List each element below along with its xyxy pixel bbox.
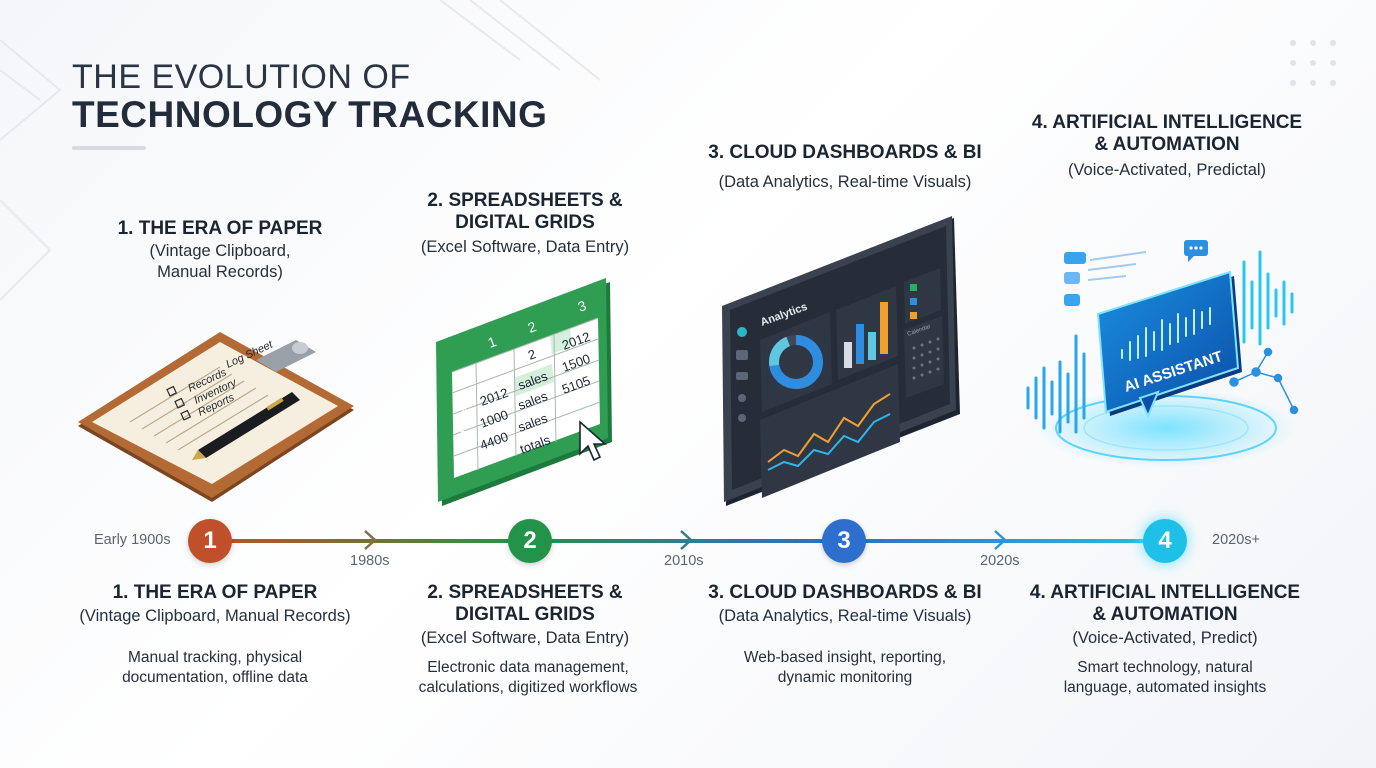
stage4-top-heading: 4. ARTIFICIAL INTELLIGENCE & AUTOMATION <box>1010 112 1324 156</box>
stage2-top-subtitle: (Excel Software, Data Entry) <box>420 238 630 256</box>
spreadsheet-grid <box>451 317 601 478</box>
stage4-top-heading-line1: 4. ARTIFICIAL INTELLIGENCE <box>1031 112 1303 133</box>
spreadsheet-icon: 1 2 3 A B C 2 2012 2012 sales 1500 1000 … <box>436 278 612 506</box>
timeline-label-2020s-plus: 2020s+ <box>1212 532 1260 548</box>
chat-card-icon <box>1064 251 1147 306</box>
network-nodes-icon <box>1229 347 1299 415</box>
stage2-top-heading-line1: 2. SPREADSHEETS & <box>427 190 623 211</box>
dashboard-icon: Analytics Calendar <box>722 216 960 506</box>
svg-text:2: 2 <box>526 346 538 363</box>
stage3-description: Web-based insight, reporting, dynamic mo… <box>690 648 1000 688</box>
timeline-node-3: 3 <box>822 519 866 563</box>
pen-icon <box>192 392 300 460</box>
stage1-top-subtitle-line1: (Vintage Clipboard, <box>149 242 291 260</box>
stage4-bottom-subtitle: (Voice-Activated, Predict) <box>1072 629 1258 647</box>
ai-speech-bubble: AI ASSISTANT <box>1096 270 1242 419</box>
stage1-top-subtitle: (Vintage Clipboard, Manual Records) <box>80 241 360 283</box>
timeline-node-2: 2 <box>508 519 552 563</box>
stage4-bottom-heading-line1: 4. ARTIFICIAL INTELLIGENCE <box>1029 582 1301 603</box>
stage3-top-heading: 3. CLOUD DASHBOARDS & BI <box>708 142 982 163</box>
stage4-top-heading-line2: & AUTOMATION <box>1094 134 1240 155</box>
dot-grid-decoration <box>1290 40 1340 90</box>
voice-wave-right <box>1242 250 1294 346</box>
stage1-description-line2: documentation, offline data <box>122 669 308 686</box>
timeline-arrow-icon <box>364 530 377 550</box>
stage1-description-line1: Manual tracking, physical <box>127 649 303 666</box>
ai-assistant-icon: AI ASSISTANT <box>1026 240 1299 468</box>
stage3-description-line1: Web-based insight, reporting, <box>743 649 947 666</box>
cursor-arrow-icon <box>579 420 608 462</box>
page-title-line1: THE EVOLUTION OF <box>72 58 411 96</box>
stage2-description: Electronic data management, calculations… <box>380 658 676 698</box>
stage4-description-line2: language, automated insights <box>1063 679 1267 696</box>
stage4-description: Smart technology, natural language, auto… <box>1010 658 1320 698</box>
stage4-top-subtitle: (Voice-Activated, Predictal) <box>1067 161 1267 179</box>
timeline-label-early-1900s: Early 1900s <box>94 532 171 548</box>
stage3-bottom-subtitle: (Data Analytics, Real-time Visuals) <box>718 607 972 625</box>
timeline-node-4: 4 <box>1143 519 1187 563</box>
stage2-bottom-heading: 2. SPREADSHEETS & DIGITAL GRIDS <box>380 582 670 626</box>
chat-dots-icon <box>1184 240 1208 262</box>
stage1-description: Manual tracking, physical documentation,… <box>60 648 370 688</box>
stage2-top-heading: 2. SPREADSHEETS & DIGITAL GRIDS <box>380 190 670 234</box>
svg-text:A: A <box>460 404 469 419</box>
stage2-bottom-subtitle: (Excel Software, Data Entry) <box>420 629 630 647</box>
timeline-label-2010s: 2010s <box>664 553 704 569</box>
timeline-label-2020s: 2020s <box>980 553 1020 569</box>
stage1-top-heading: 1. THE ERA OF PAPER <box>117 218 323 239</box>
stage2-bottom-heading-line2: DIGITAL GRIDS <box>455 604 595 625</box>
timeline-arrow-icon <box>680 530 693 550</box>
stage1-bottom-subtitle: (Vintage Clipboard, Manual Records) <box>79 607 351 625</box>
svg-text:C: C <box>460 452 469 467</box>
stage2-description-line1: Electronic data management, <box>427 659 629 676</box>
clipboard-icon: Log Sheet Records Inventory Reports <box>78 332 354 502</box>
svg-text:B: B <box>460 428 469 443</box>
timeline-segment-1 <box>210 539 530 543</box>
stage1-top-subtitle-line2: Manual Records) <box>157 263 283 281</box>
timeline-label-1980s: 1980s <box>350 553 390 569</box>
stage3-description-line2: dynamic monitoring <box>777 669 913 686</box>
stage1-bottom-heading: 1. THE ERA OF PAPER <box>112 582 318 603</box>
stage2-top-heading-line2: DIGITAL GRIDS <box>455 212 595 233</box>
stage3-top-subtitle: (Data Analytics, Real-time Visuals) <box>718 173 972 191</box>
stage4-bottom-heading-line2: & AUTOMATION <box>1092 604 1238 625</box>
voice-wave-left <box>1026 334 1086 434</box>
stage4-description-line1: Smart technology, natural <box>1077 659 1253 676</box>
stage2-description-line2: calculations, digitized workflows <box>418 679 638 696</box>
stage4-bottom-heading: 4. ARTIFICIAL INTELLIGENCE & AUTOMATION <box>1010 582 1320 626</box>
page-title-line2: TECHNOLOGY TRACKING <box>72 94 548 135</box>
timeline-arrow-icon <box>994 530 1007 550</box>
title-underline <box>72 146 146 150</box>
stage3-bottom-heading: 3. CLOUD DASHBOARDS & BI <box>708 582 982 603</box>
timeline-segment-2 <box>530 539 844 543</box>
timeline-node-1: 1 <box>188 519 232 563</box>
stage2-bottom-heading-line1: 2. SPREADSHEETS & <box>427 582 623 603</box>
